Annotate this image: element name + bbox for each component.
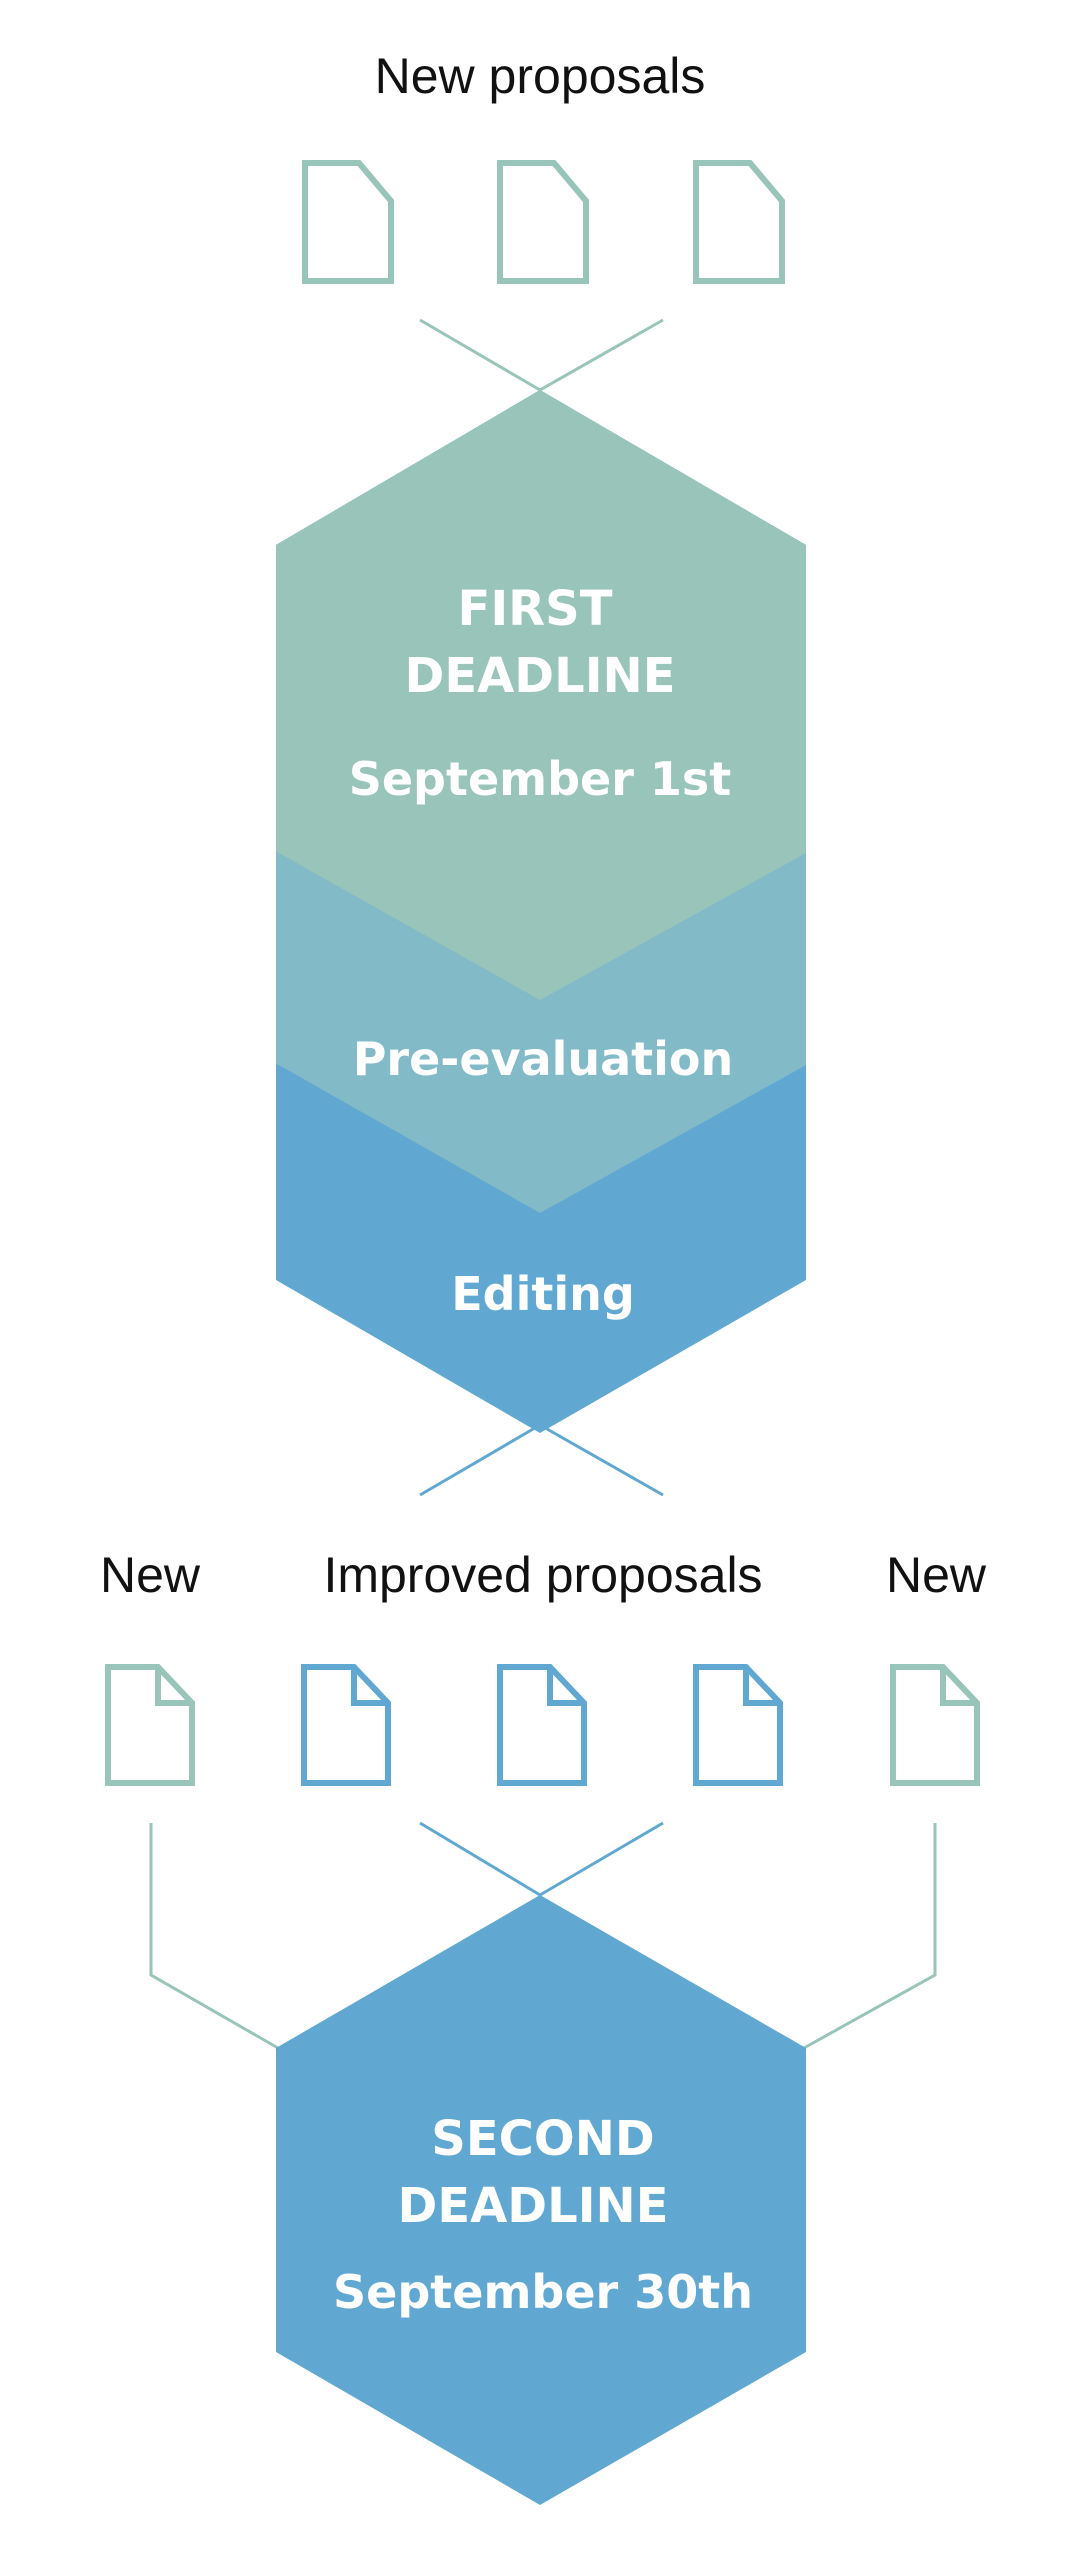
new-document-icon [893, 1667, 977, 1783]
new-right-connector [803, 1823, 937, 2050]
document-icon [500, 163, 586, 281]
new-proposals-label: New proposals [375, 48, 706, 104]
document-icon [696, 163, 782, 281]
split-connector [419, 1423, 664, 1497]
first-deadline-date: September 1st [349, 752, 732, 806]
second-deadline-title-line2: DEADLINE [397, 2178, 668, 2234]
improved-document-icon [304, 1667, 388, 1783]
second-deadline-date: September 30th [333, 2265, 753, 2319]
new-document-icon [108, 1667, 192, 1783]
document-icon [305, 163, 391, 281]
pre-evaluation-label: Pre-evaluation [353, 1032, 734, 1086]
new-right-label: New [886, 1547, 987, 1603]
first-deadline-title-line1: FIRST [458, 581, 613, 637]
second-deadline-title-line1: SECOND [431, 2111, 654, 2167]
improved-document-icon [696, 1667, 780, 1783]
improved-merge-connector [419, 1821, 664, 1897]
editing-label: Editing [451, 1267, 635, 1321]
first-deadline-band [276, 390, 806, 1000]
merge-connector [419, 318, 664, 392]
first-deadline-title-line2: DEADLINE [404, 648, 675, 704]
new-left-connector [149, 1823, 279, 2050]
improved-document-icon [500, 1667, 584, 1783]
second-deadline-hexagon [276, 1895, 806, 2505]
new-left-label: New [100, 1547, 201, 1603]
improved-proposals-label: Improved proposals [323, 1547, 762, 1603]
first-deadline-hexagon [276, 390, 806, 1433]
